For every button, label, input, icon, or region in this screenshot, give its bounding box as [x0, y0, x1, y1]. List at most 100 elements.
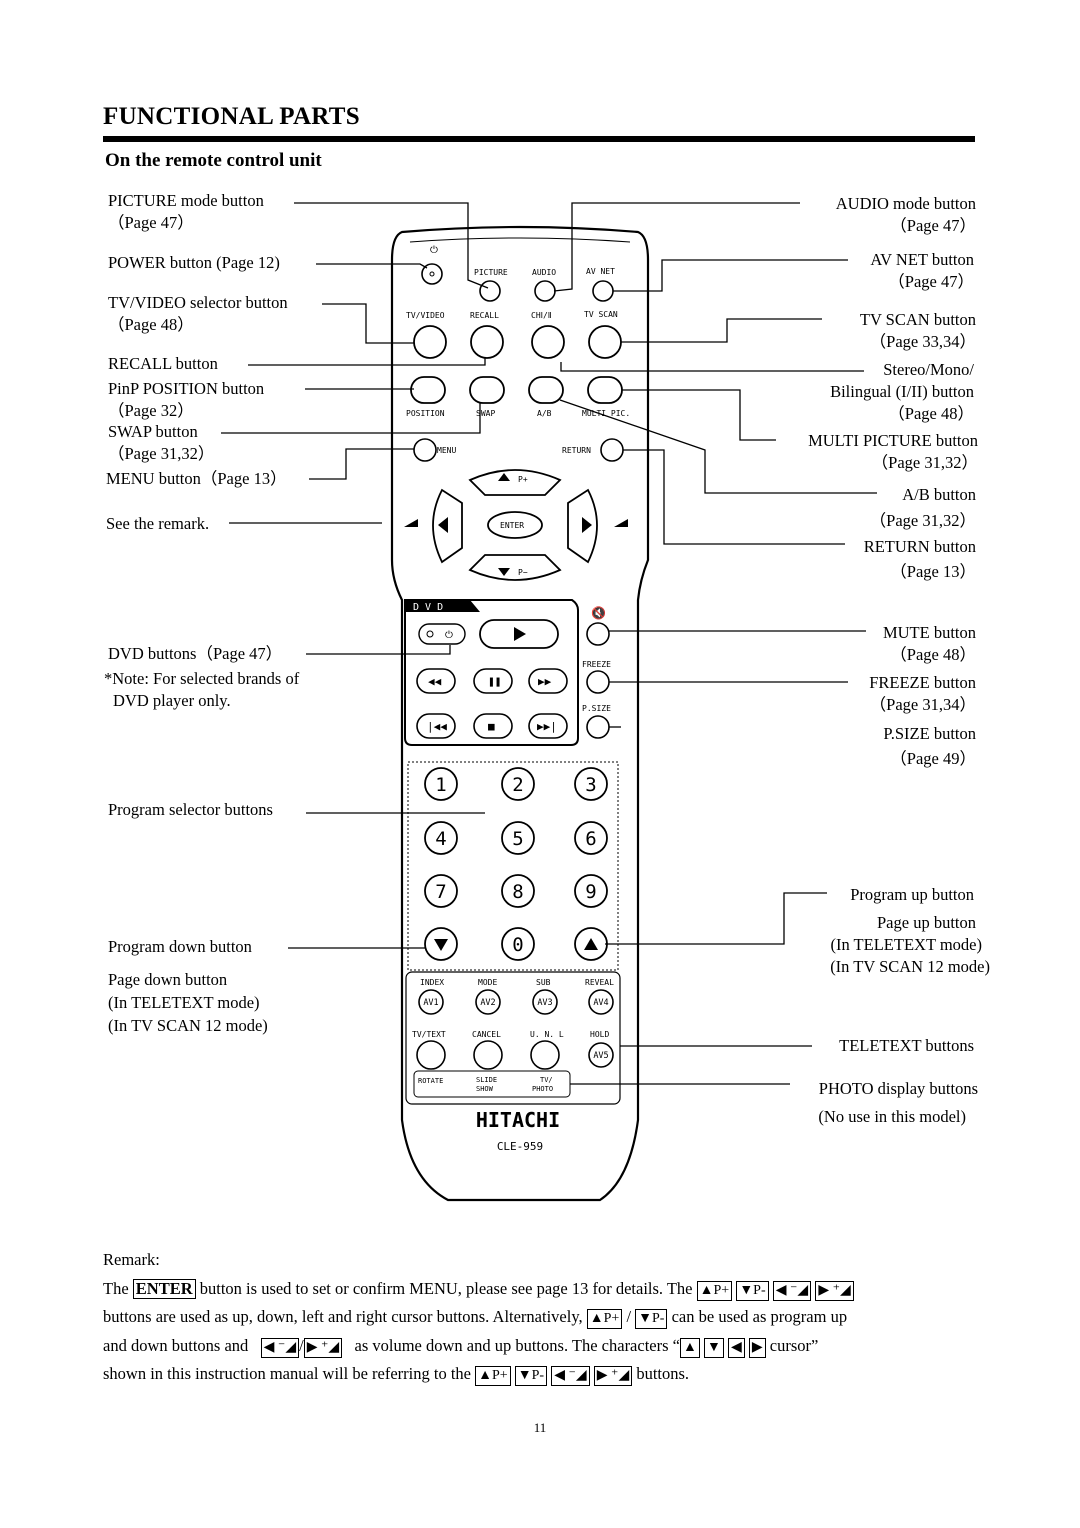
svg-text:CANCEL: CANCEL — [472, 1030, 501, 1039]
svg-text:TV/: TV/ — [540, 1076, 553, 1084]
remote-multipic-button — [587, 376, 623, 404]
svg-text:HITACHI: HITACHI — [476, 1108, 560, 1132]
label-teletext: TELETEXT buttons — [839, 1036, 974, 1055]
label-photo-display: PHOTO display buttons(No use in this mod… — [818, 1079, 978, 1126]
label-multi-picture: MULTI PICTURE button（Page 31,32） — [808, 431, 978, 472]
svg-text:2: 2 — [512, 774, 523, 796]
svg-text:AV3: AV3 — [537, 998, 552, 1008]
svg-text:❚❚: ❚❚ — [488, 675, 501, 688]
svg-text:AV5: AV5 — [593, 1051, 608, 1061]
label-tv-video: TV/VIDEO selector button（Page 48） — [108, 293, 288, 334]
svg-text:TV SCAN: TV SCAN — [584, 310, 618, 319]
svg-text:A/B: A/B — [537, 409, 552, 418]
remote-recall-button — [470, 325, 504, 359]
label-psize: P.SIZE button（Page 49） — [883, 724, 976, 768]
page-heading: FUNCTIONAL PARTS — [103, 103, 360, 130]
label-picture-mode: PICTURE mode button（Page 47） — [108, 191, 264, 232]
svg-text:4: 4 — [435, 828, 446, 850]
svg-text:POSITION: POSITION — [406, 409, 445, 418]
svg-text:■: ■ — [488, 720, 495, 733]
label-return: RETURN button（Page 13） — [863, 537, 976, 581]
svg-text:RECALL: RECALL — [470, 311, 499, 320]
label-swap: SWAP button（Page 31,32） — [108, 422, 215, 463]
svg-text:AV4: AV4 — [593, 998, 608, 1008]
svg-text:|◀◀: |◀◀ — [427, 720, 447, 733]
svg-text:ENTER: ENTER — [500, 521, 524, 530]
remote-audio-button — [534, 280, 556, 302]
label-program-down: Program down button — [108, 937, 252, 956]
label-program-selector: Program selector buttons — [108, 800, 273, 819]
svg-text:FREEZE: FREEZE — [582, 660, 611, 669]
remote-tvvideo-button — [413, 325, 447, 359]
label-program-up: Program up button — [850, 885, 974, 904]
svg-text:9: 9 — [585, 881, 596, 903]
svg-text:TV/TEXT: TV/TEXT — [412, 1030, 446, 1039]
svg-text:AV2: AV2 — [480, 998, 495, 1008]
label-page-down: Page down button(In TELETEXT mode)(In TV… — [108, 970, 268, 1035]
remark-line-4: shown in this instruction manual will be… — [103, 1360, 983, 1389]
page-number: 11 — [533, 1420, 547, 1435]
remark-line-1: The ENTER button is used to set or confi… — [103, 1275, 983, 1304]
svg-text:◀◀: ◀◀ — [428, 675, 442, 688]
svg-text:1: 1 — [435, 774, 446, 796]
label-page-up: Page up button(In TELETEXT mode)(In TV S… — [830, 913, 990, 976]
svg-text:HOLD: HOLD — [590, 1030, 609, 1039]
remark-line-2: buttons are used as up, down, left and r… — [103, 1303, 983, 1332]
label-stereo-mono: Stereo/Mono/Bilingual (I/II) button（Page… — [830, 360, 974, 423]
label-dvd-buttons: DVD buttons（Page 47） — [108, 644, 283, 663]
svg-text:SUB: SUB — [536, 978, 551, 987]
svg-text:0: 0 — [512, 934, 523, 956]
svg-text:D V D: D V D — [413, 602, 443, 613]
svg-text:CLE-959: CLE-959 — [497, 1140, 543, 1153]
remark-line-3: and down buttons and ◀ ⁻◢/▶ ⁺◢ as volume… — [103, 1332, 983, 1361]
svg-text:MULTI PIC.: MULTI PIC. — [582, 409, 630, 418]
svg-text:ROTATE: ROTATE — [418, 1077, 443, 1085]
svg-text:RETURN: RETURN — [562, 446, 591, 455]
svg-text:6: 6 — [585, 828, 596, 850]
svg-text:CHⅠ/Ⅱ: CHⅠ/Ⅱ — [531, 311, 552, 320]
svg-text:SHOW: SHOW — [476, 1085, 494, 1093]
svg-text:⏻: ⏻ — [445, 630, 453, 641]
svg-text:MENU: MENU — [437, 446, 456, 455]
svg-text:MODE: MODE — [478, 978, 497, 987]
remark-section: Remark: The ENTER button is used to set … — [103, 1246, 983, 1389]
svg-text:PHOTO: PHOTO — [532, 1085, 553, 1093]
svg-text:⏻: ⏻ — [430, 245, 438, 256]
svg-text:TV/VIDEO: TV/VIDEO — [406, 311, 445, 320]
remote-chi-button — [531, 325, 565, 359]
svg-text:3: 3 — [585, 774, 596, 796]
label-menu: MENU button（Page 13） — [106, 469, 287, 488]
label-pinp-position: PinP POSITION button（Page 32） — [108, 379, 265, 420]
label-mute: MUTE button（Page 48） — [882, 623, 976, 664]
svg-text:P+: P+ — [518, 475, 528, 484]
svg-text:P.SIZE: P.SIZE — [582, 704, 611, 713]
svg-text:AV NET: AV NET — [586, 267, 615, 276]
label-tv-scan: TV SCAN button（Page 33,34） — [859, 310, 976, 351]
svg-text:5: 5 — [512, 828, 523, 850]
svg-text:U. N. L: U. N. L — [530, 1030, 564, 1039]
remote-position-button — [410, 376, 446, 404]
svg-text:REVEAL: REVEAL — [585, 978, 614, 987]
svg-text:SLIDE: SLIDE — [476, 1076, 497, 1084]
label-ab: A/B button（Page 31,32） — [869, 485, 976, 530]
label-see-remark: See the remark. — [106, 514, 210, 533]
remote-power-button: ⏻ — [421, 245, 443, 285]
svg-text:P−: P− — [518, 568, 528, 577]
label-power: POWER button (Page 12) — [108, 253, 280, 272]
svg-text:8: 8 — [512, 881, 523, 903]
heading-rule — [103, 136, 975, 142]
svg-text:INDEX: INDEX — [420, 978, 444, 987]
label-recall: RECALL button — [108, 354, 218, 373]
remote-ab-button — [528, 376, 564, 404]
svg-text:🔇: 🔇 — [591, 606, 606, 620]
svg-text:▶▶: ▶▶ — [538, 675, 552, 688]
remote-tvscan-button — [588, 325, 622, 359]
section-subheading: On the remote control unit — [105, 150, 322, 171]
svg-text:AUDIO: AUDIO — [532, 268, 556, 277]
svg-text:▶▶|: ▶▶| — [537, 720, 557, 733]
label-audio-mode: AUDIO mode button（Page 47） — [835, 194, 976, 235]
label-av-net: AV NET button（Page 47） — [870, 250, 974, 291]
svg-text:AV1: AV1 — [423, 998, 438, 1008]
